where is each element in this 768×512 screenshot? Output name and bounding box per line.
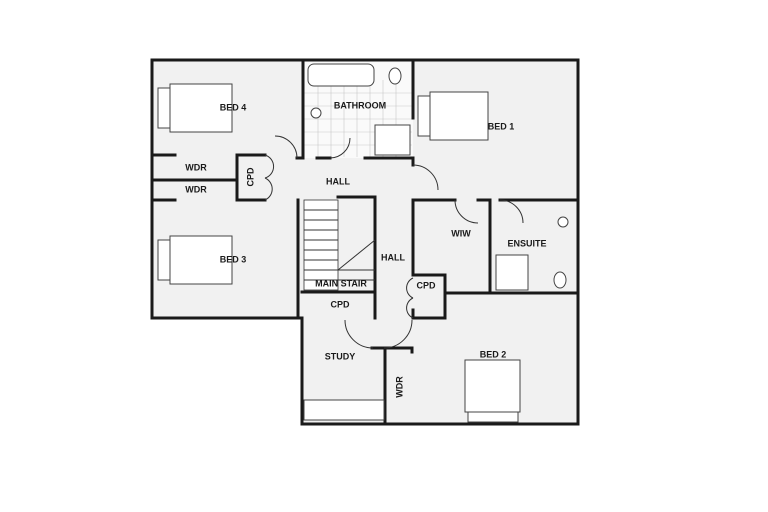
room-label-study: STUDY <box>325 351 356 361</box>
toilet-icon <box>388 67 402 85</box>
room-label-hall-upper: HALL <box>326 176 350 186</box>
basin-icon <box>310 107 322 119</box>
study-desk <box>303 399 385 421</box>
room-label-wdr-lower: WDR <box>185 184 207 194</box>
room-label-bed2: BED 2 <box>480 349 507 359</box>
bathtub <box>307 63 375 87</box>
room-label-bed3: BED 3 <box>220 254 247 264</box>
room-label-hall-lower: HALL <box>381 252 405 262</box>
ensuite-basin-icon <box>557 216 569 228</box>
room-label-wdr-study: WDR <box>394 376 404 398</box>
door-swings <box>264 135 524 349</box>
ensuite-toilet-icon <box>553 271 567 289</box>
room-label-cpd-stair: CPD <box>330 299 350 309</box>
room-label-wiw: WIW <box>451 228 471 238</box>
room-label-cpd-right: CPD <box>416 280 436 290</box>
room-label-bed4: BED 4 <box>220 102 247 112</box>
shower <box>374 124 411 156</box>
room-label-main-stair: MAIN STAIR <box>315 278 367 288</box>
bed1-bed <box>417 91 489 141</box>
room-label-bed1: BED 1 <box>488 121 515 131</box>
bed3-bed <box>157 235 233 285</box>
interior-walls <box>150 58 580 426</box>
ensuite-shower <box>495 254 529 291</box>
floor-area <box>152 60 578 424</box>
room-label-ensuite: ENSUITE <box>507 238 546 248</box>
bed4-bed <box>157 83 233 133</box>
room-label-wdr-upper: WDR <box>185 162 207 172</box>
stair-treads <box>303 199 376 291</box>
room-label-cpd-left: CPD <box>245 167 255 187</box>
room-label-bathroom: BATHROOM <box>334 100 386 110</box>
bed2-bed <box>464 359 521 423</box>
